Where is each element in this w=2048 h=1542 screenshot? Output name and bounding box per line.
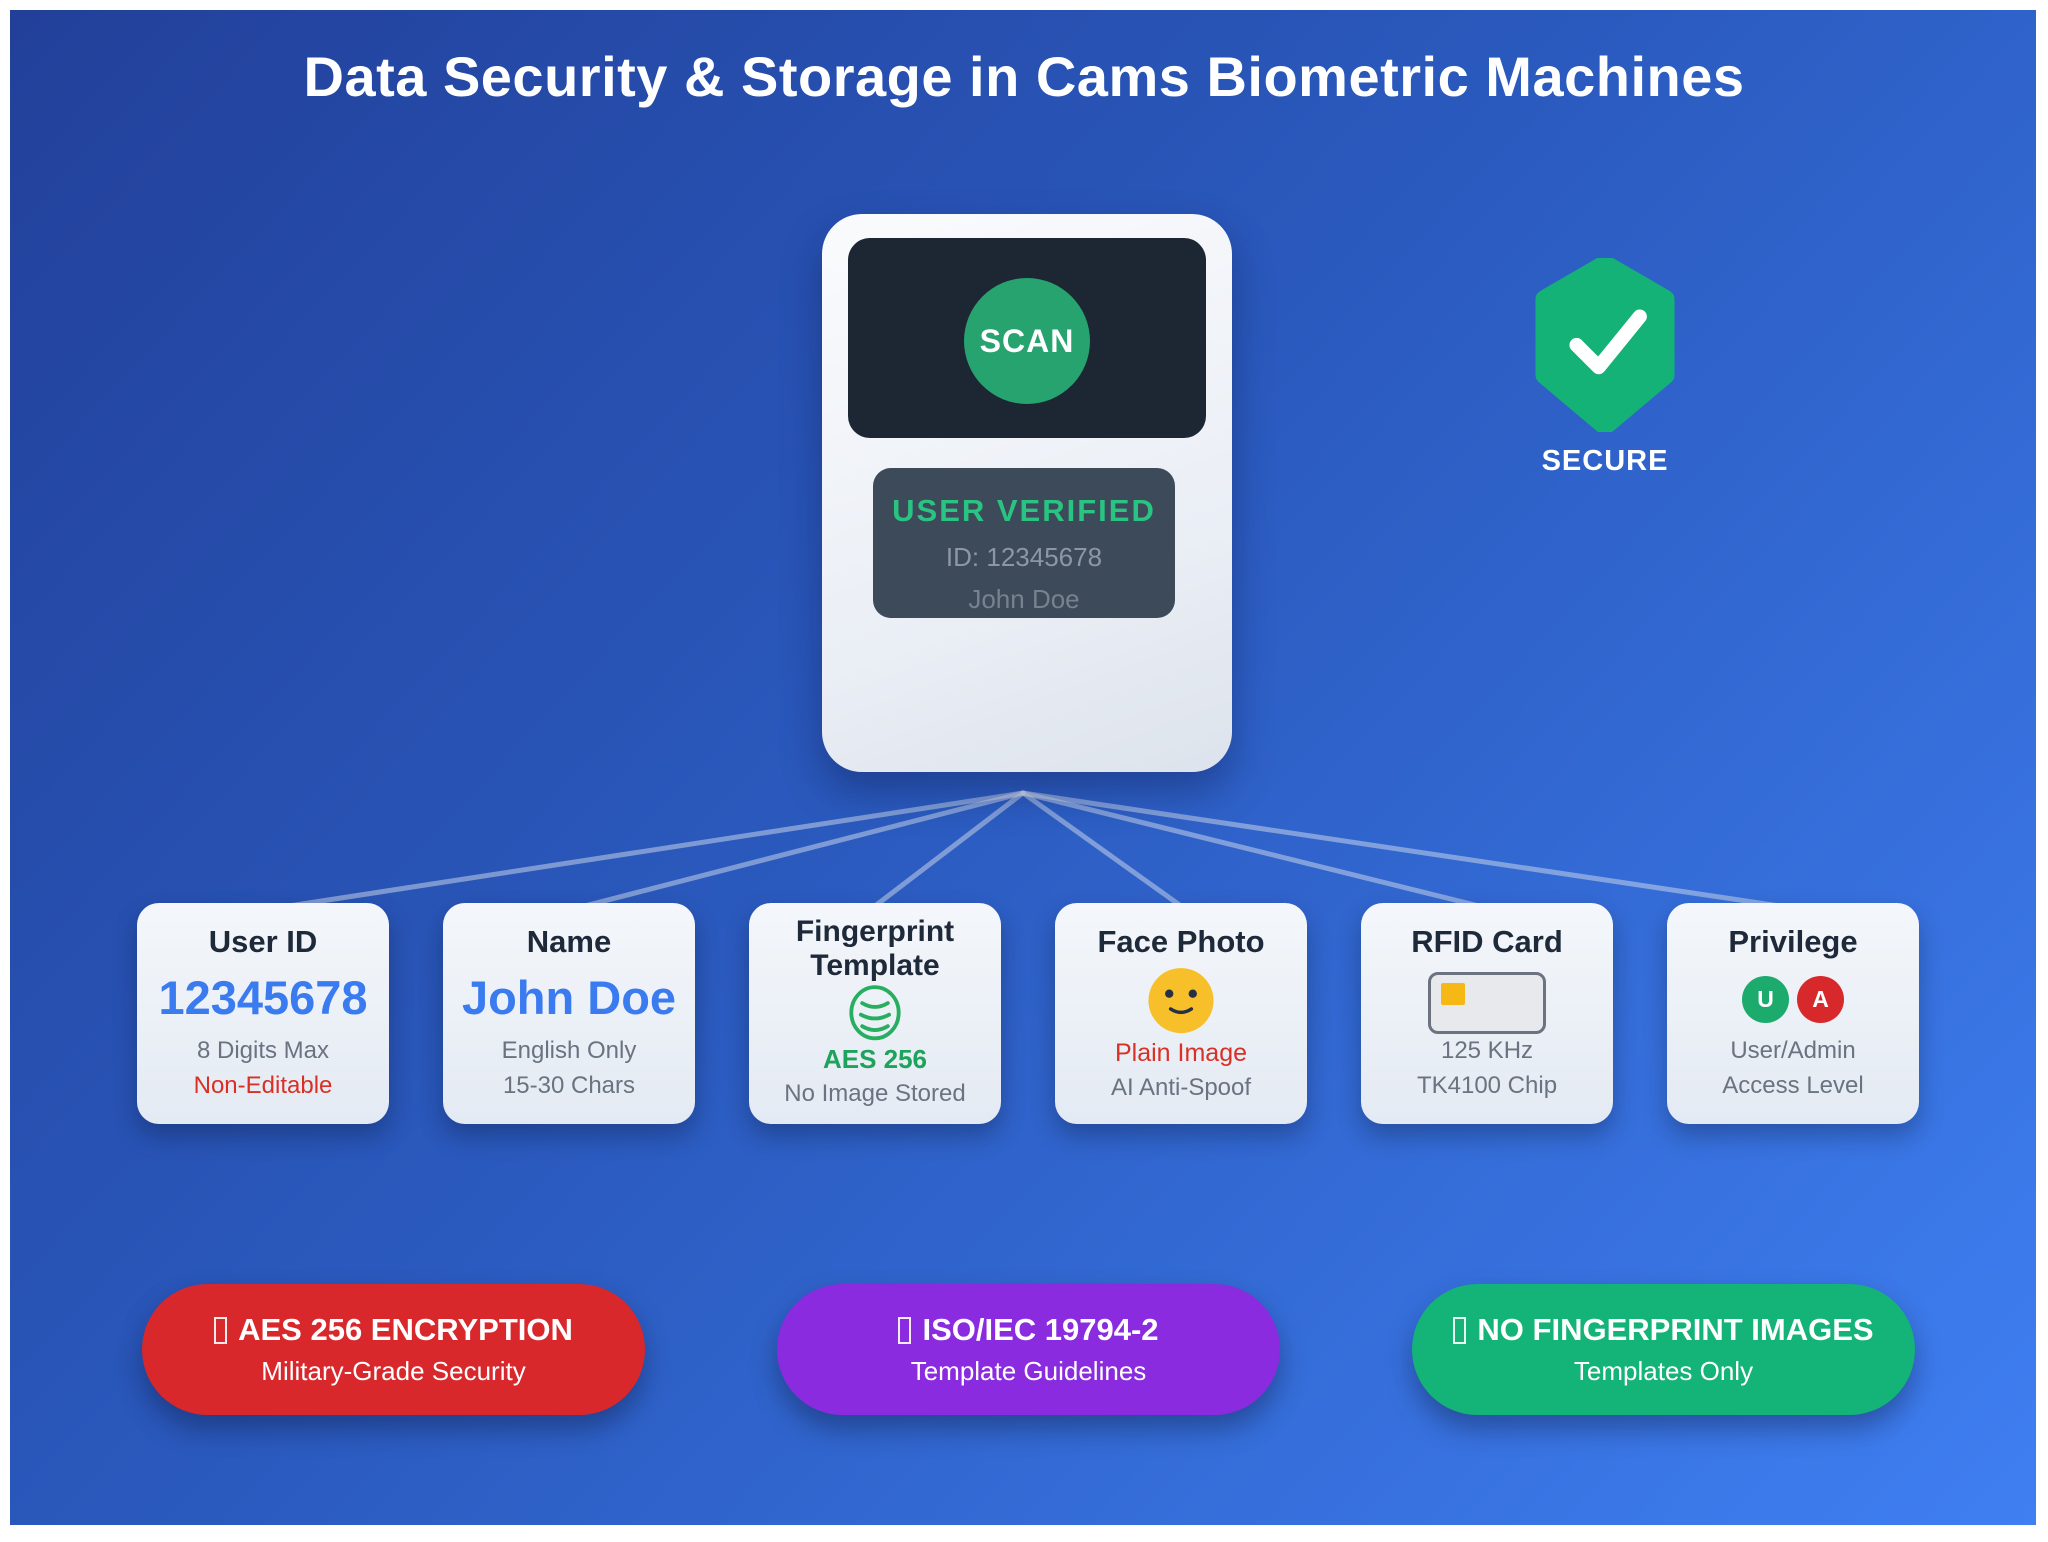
checkmark-shield-icon [1535, 254, 1675, 436]
rfid-card-icon [1428, 971, 1546, 1035]
card-notes: User/Admin Access Level [1722, 1034, 1863, 1104]
card-rfid: RFID Card 125 KHz TK4100 Chip [1361, 903, 1613, 1124]
fingerprint-icon [849, 985, 901, 1041]
compliance-pills-row: AES 256 ENCRYPTION Military-Grade Securi… [142, 1284, 1915, 1415]
card-notes: 8 Digits Max Non-Editable [194, 1034, 333, 1104]
data-cards-row: User ID 12345678 8 Digits Max Non-Editab… [137, 903, 1919, 1124]
user-id-value: 12345678 [158, 970, 368, 1024]
card-privilege: Privilege U A User/Admin Access Level [1667, 903, 1919, 1124]
biometric-device: SCAN USER VERIFIED ID: 12345678 John Doe [822, 214, 1232, 772]
secure-label: SECURE [1541, 445, 1669, 477]
card-notes: English Only 15-30 Chars [502, 1034, 637, 1104]
pill-iso-standard: ISO/IEC 19794-2 Template Guidelines [777, 1284, 1280, 1415]
name-value: John Doe [461, 970, 677, 1024]
note-line: No Image Stored [784, 1080, 966, 1108]
card-face-photo: Face Photo Plain Image AI Anti-Spoof [1055, 903, 1307, 1124]
privilege-icons: U A [1742, 975, 1844, 1023]
verify-panel: USER VERIFIED ID: 12345678 John Doe [873, 468, 1175, 618]
note-line: 15-30 Chars [502, 1072, 636, 1100]
pill-title: NO FINGERPRINT IMAGES [1453, 1312, 1874, 1348]
ban-glyph-box [1453, 1316, 1467, 1344]
card-title: User ID [208, 924, 318, 959]
pill-title: ISO/IEC 19794-2 [898, 1312, 1159, 1348]
pill-sublabel: Template Guidelines [910, 1356, 1147, 1386]
note-line-alert: Plain Image [1114, 1038, 1248, 1067]
card-notes: 125 KHz TK4100 Chip [1417, 1034, 1557, 1104]
pill-title: AES 256 ENCRYPTION [214, 1312, 573, 1348]
user-level-icon: U [1742, 975, 1789, 1023]
encryption-badge: AES 256 [822, 1044, 928, 1075]
card-title: Privilege [1728, 924, 1858, 959]
page-title: Data Security & Storage in Cams Biometri… [303, 45, 1745, 108]
card-notes: No Image Stored [784, 1077, 965, 1112]
document-glyph-box [898, 1316, 912, 1344]
rfid-chip [1441, 982, 1465, 1005]
admin-level-icon: A [1797, 975, 1844, 1023]
verify-user-id: ID: 12345678 [945, 542, 1103, 572]
note-line: 125 KHz [1440, 1037, 1534, 1065]
pill-no-fingerprint-images: NO FINGERPRINT IMAGES Templates Only [1412, 1284, 1915, 1415]
pill-label: AES 256 ENCRYPTION [238, 1312, 573, 1347]
card-title: RFID Card [1411, 924, 1563, 959]
pill-sublabel: Military-Grade Security [261, 1356, 526, 1386]
pill-aes-encryption: AES 256 ENCRYPTION Military-Grade Securi… [142, 1284, 645, 1415]
note-line: Access Level [1722, 1072, 1864, 1100]
note-line-alert: Non-Editable [193, 1072, 333, 1100]
pill-label: NO FINGERPRINT IMAGES [1477, 1312, 1874, 1347]
card-title: Name [526, 924, 612, 959]
scan-label: SCAN [979, 322, 1075, 359]
pill-label: ISO/IEC 19794-2 [922, 1312, 1159, 1347]
smiley-face-icon [1148, 967, 1214, 1033]
card-fingerprint-template: Fingerprint Template AES 256 No Image St… [749, 903, 1001, 1124]
lock-glyph-box [214, 1316, 228, 1344]
card-title: Fingerprint Template [795, 915, 955, 982]
device-screen: SCAN [848, 238, 1206, 438]
verify-user-name: John Doe [968, 584, 1080, 614]
card-user-id: User ID 12345678 8 Digits Max Non-Editab… [137, 903, 389, 1124]
note-line: English Only [501, 1037, 637, 1065]
note-line: 8 Digits Max [196, 1037, 330, 1065]
note-line: AI Anti-Spoof [1110, 1074, 1252, 1102]
secure-badge: SECURE [1526, 254, 1684, 478]
note-line: User/Admin [1730, 1037, 1856, 1065]
scan-button: SCAN [964, 278, 1090, 404]
pill-sublabel: Templates Only [1573, 1356, 1754, 1386]
card-name: Name John Doe English Only 15-30 Chars [443, 903, 695, 1124]
card-title: Face Photo [1097, 924, 1265, 959]
card-notes: Plain Image AI Anti-Spoof [1111, 1035, 1251, 1106]
note-line: TK4100 Chip [1416, 1072, 1558, 1100]
verify-status: USER VERIFIED [892, 493, 1156, 528]
